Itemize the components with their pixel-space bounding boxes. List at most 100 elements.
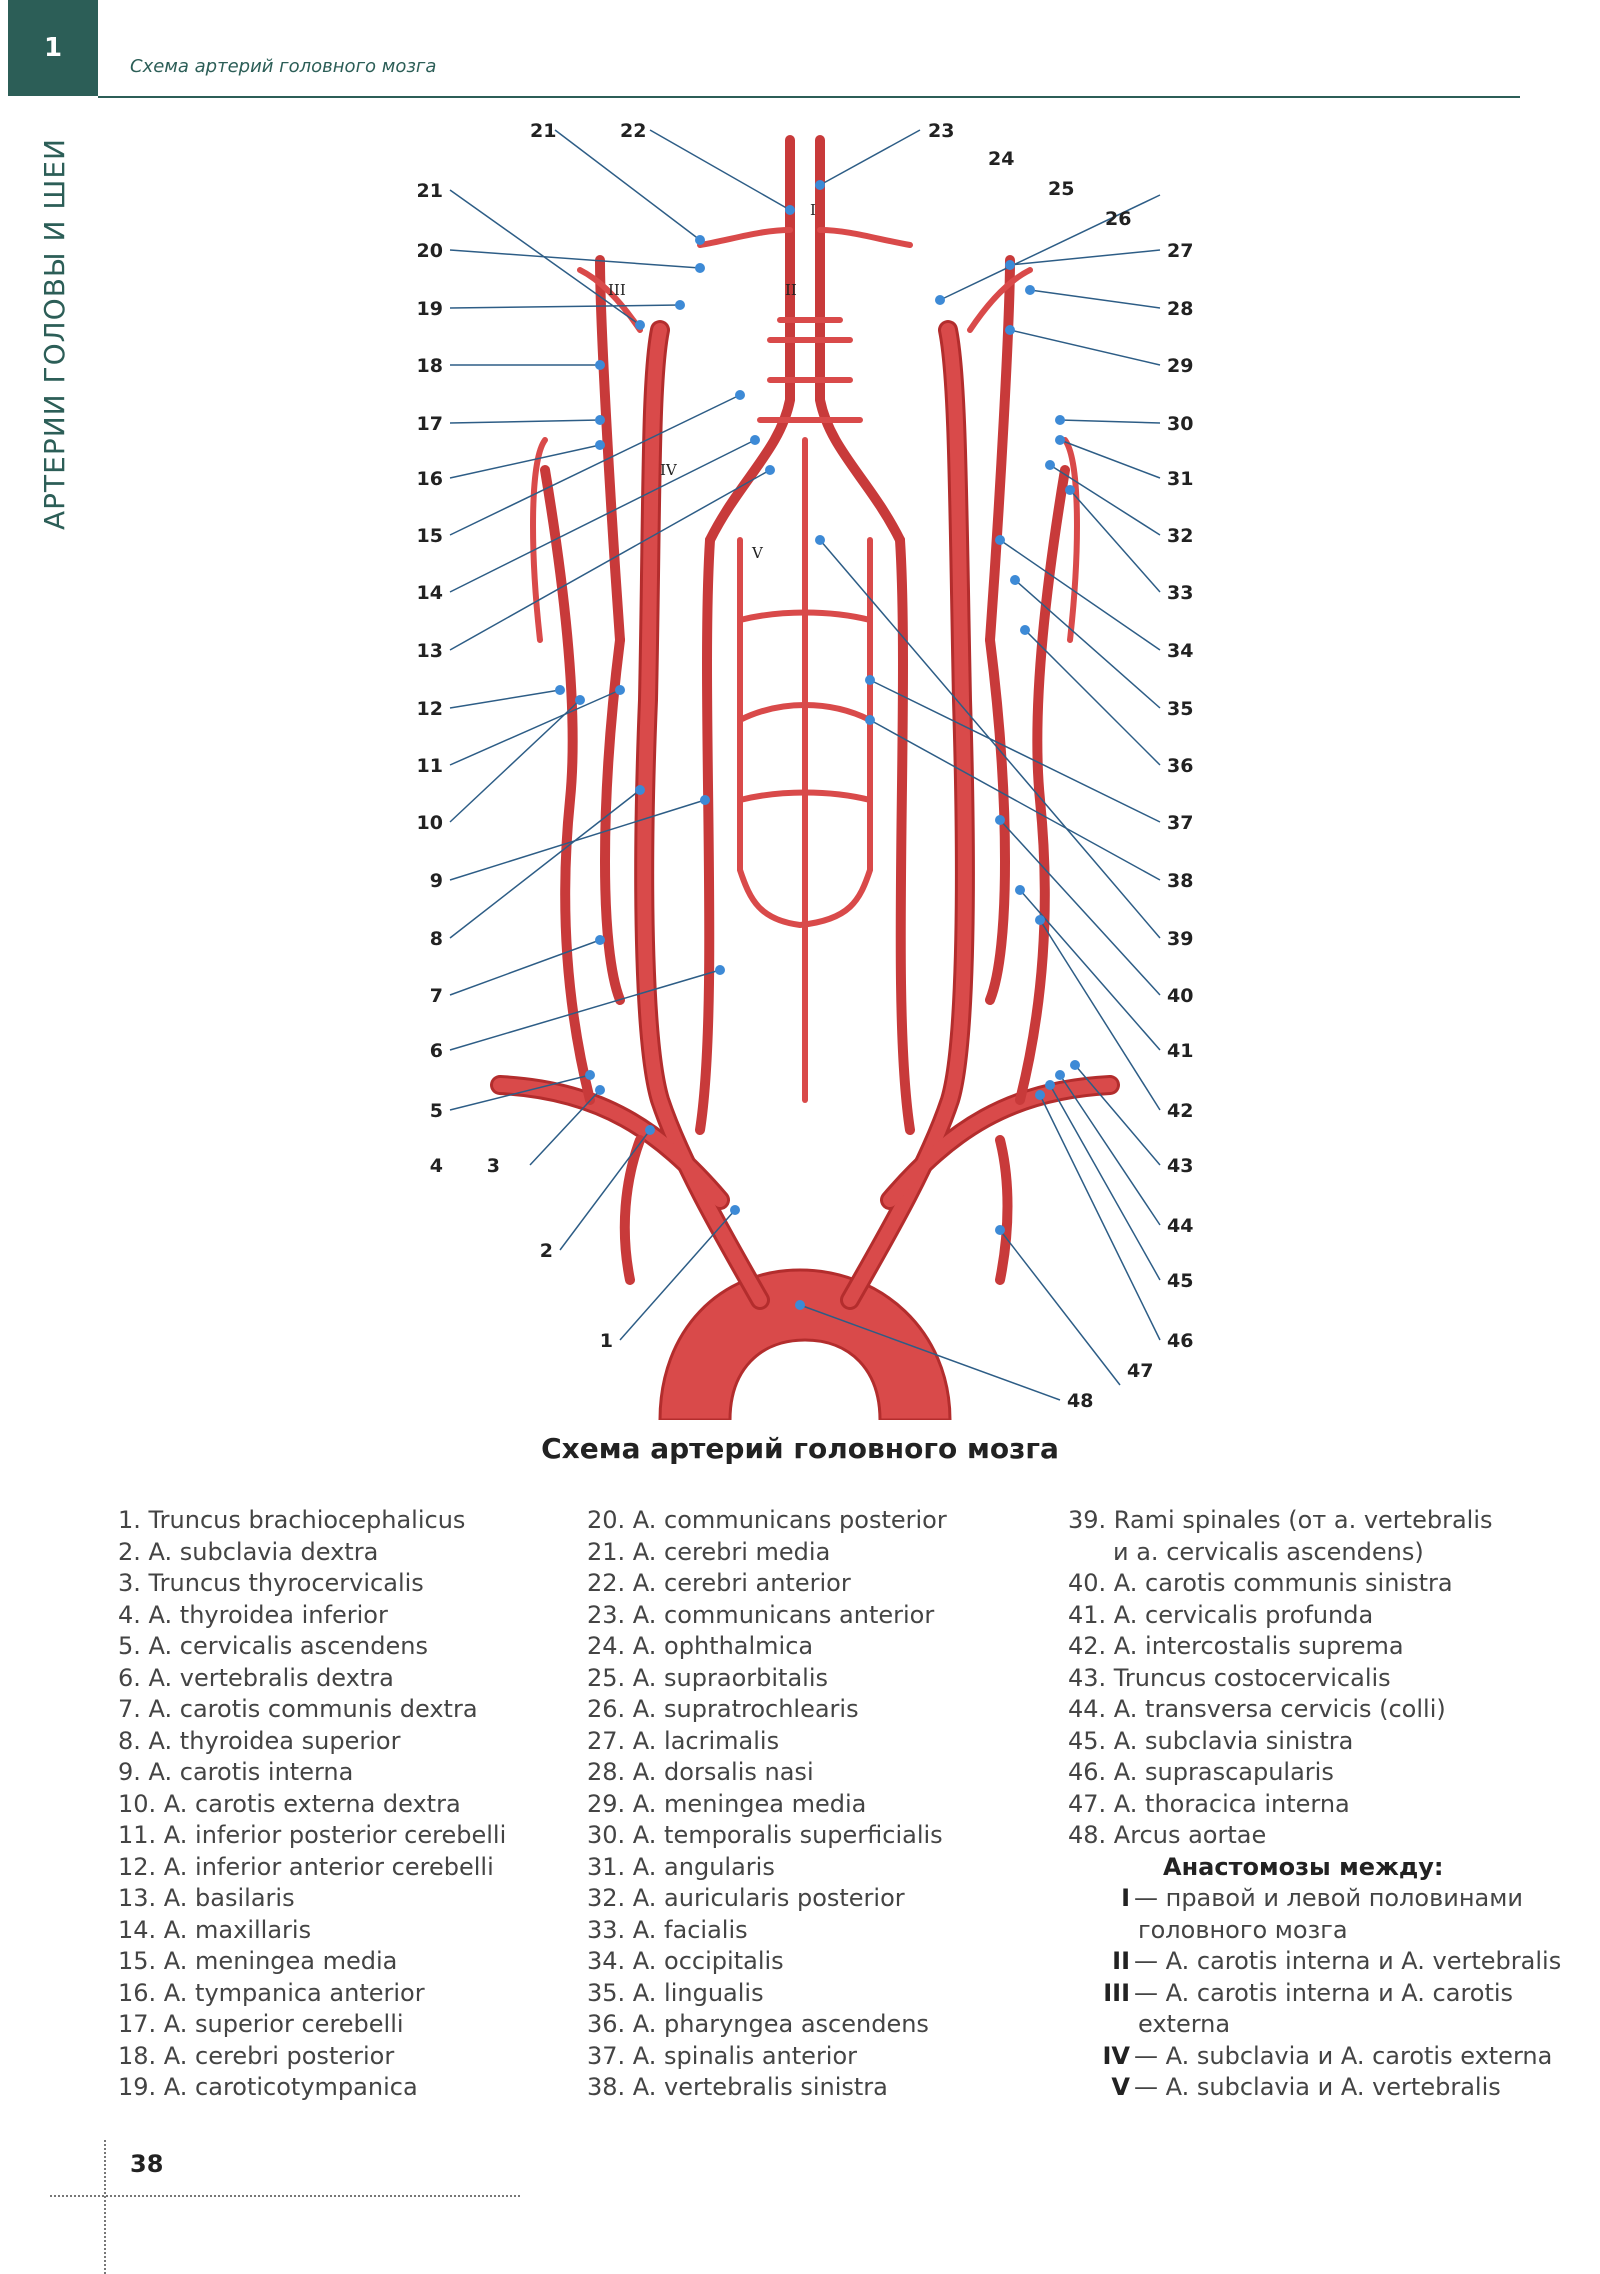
callout-15: 15 xyxy=(417,525,443,547)
callout-5: 5 xyxy=(430,1100,443,1122)
roman-label-iv: IV xyxy=(660,461,678,479)
callout-39: 39 xyxy=(1167,928,1193,950)
legend-item-30: 30. A. temporalis superficialis xyxy=(587,1821,943,1849)
legend-item-19: 19. A. caroticotympanica xyxy=(118,2073,418,2101)
callout-45: 45 xyxy=(1167,1270,1193,1292)
legend-item-4: 4. A. thyroidea inferior xyxy=(118,1600,388,1629)
callout-36: 36 xyxy=(1167,755,1193,777)
legend-item-39: 39. Rami spinales (от a. vertebralis xyxy=(1068,1506,1493,1534)
callout-19: 19 xyxy=(417,298,443,320)
legend-item-44: 44. A. transversa cervicis (colli) xyxy=(1068,1695,1446,1723)
callout-40: 40 xyxy=(1167,985,1193,1007)
callout-48: 48 xyxy=(1067,1390,1093,1412)
callout-44: 44 xyxy=(1167,1215,1193,1237)
callout-3: 3 xyxy=(487,1155,500,1177)
legend-item-21: 21. A. cerebri media xyxy=(587,1537,831,1566)
header-rule xyxy=(98,96,1520,98)
anastomosis-key: III xyxy=(1103,1978,1130,2007)
roman-labels: I II III IV V xyxy=(608,201,816,562)
legend-item-14: 14. A. maxillaris xyxy=(118,1915,312,1944)
callout-34: 34 xyxy=(1167,640,1193,662)
callout-6: 6 xyxy=(430,1040,443,1062)
legend-item-33: 33. A. facialis xyxy=(587,1915,748,1944)
callout-43: 43 xyxy=(1167,1155,1193,1177)
anastomosis-key: V xyxy=(1111,2073,1130,2101)
legend-item-37: 37. A. spinalis anterior xyxy=(587,2041,858,2070)
callout-38: 38 xyxy=(1167,870,1193,892)
callout-9: 9 xyxy=(430,870,443,892)
callout-13: 13 xyxy=(417,640,443,662)
running-header-title: Схема артерий головного мозга xyxy=(130,56,437,77)
callout-11: 11 xyxy=(417,755,443,777)
callout-28: 28 xyxy=(1167,298,1193,320)
anastomosis-key: I xyxy=(1121,1884,1130,1912)
legend-item-47: 47. A. thoracica interna xyxy=(1068,1789,1350,1818)
callout-46: 46 xyxy=(1167,1330,1193,1352)
footer-dotted-horizontal xyxy=(50,2195,520,2197)
page-number: 38 xyxy=(130,2150,164,2178)
callout-25: 25 xyxy=(1048,178,1074,200)
legend-item-43: 43. Truncus costocervicalis xyxy=(1068,1663,1391,1692)
legend-column-3: 39. Rami spinales (от a. vertebralis и a… xyxy=(1068,1505,1561,2104)
legend-item-38: 38. A. vertebralis sinistra xyxy=(587,2073,888,2101)
roman-label-iii: III xyxy=(608,281,626,299)
arteries xyxy=(490,135,1120,1310)
callout-2: 2 xyxy=(540,1240,553,1262)
leader-lines xyxy=(449,129,1161,1401)
chapter-number-badge: 1 xyxy=(8,0,98,96)
legend-item-10: 10. A. carotis externa dextra xyxy=(118,1789,461,1818)
callout-32: 32 xyxy=(1167,525,1193,547)
callout-22: 22 xyxy=(620,120,646,142)
anastomoses-title: Анастомозы между: xyxy=(1163,1852,1444,1881)
anastomosis-ii: II — A. carotis interna и A. vertebralis xyxy=(1068,1946,1561,1978)
legend-item-1: 1. Truncus brachiocephalicus xyxy=(118,1506,466,1534)
roman-label-v: V xyxy=(751,544,764,562)
anastomosis-text: — A. subclavia и A. carotis externa xyxy=(1134,2041,1553,2070)
legend-item-29: 29. A. meningea media xyxy=(587,1789,867,1818)
anastomosis-text: — A. subclavia и A. vertebralis xyxy=(1134,2073,1501,2101)
legend-item-7: 7. A. carotis communis dextra xyxy=(118,1695,478,1723)
right-callout-numbers: 24 25 26 27 28 29 30 31 32 33 34 35 36 3… xyxy=(988,148,1193,1412)
anastomosis-text: — A. carotis interna и A. vertebralis xyxy=(1134,1947,1562,1975)
footer-dotted-vertical xyxy=(104,2140,106,2274)
artery-diagram: 21 20 19 18 17 16 15 14 13 12 11 10 9 8 … xyxy=(417,120,1193,1420)
callout-47: 47 xyxy=(1127,1360,1153,1382)
callout-20: 20 xyxy=(417,240,443,262)
legend-item-22: 22. A. cerebri anterior xyxy=(587,1569,851,1597)
callout-27: 27 xyxy=(1167,240,1193,262)
anastomosis-iii: III — A. carotis interna и A. carotis xyxy=(1068,1978,1561,2010)
callout-8: 8 xyxy=(430,928,443,950)
legend-item-17: 17. A. superior cerebelli xyxy=(118,2010,404,2038)
anastomosis-i-continued: головного мозга xyxy=(1138,1915,1348,1944)
legend-item-2: 2. A. subclavia dextra xyxy=(118,1537,379,1566)
callout-17: 17 xyxy=(417,413,443,435)
callout-4: 4 xyxy=(430,1155,443,1177)
legend-item-24: 24. A. ophthalmica xyxy=(587,1632,814,1660)
legend-item-12: 12. A. inferior anterior cerebelli xyxy=(118,1852,494,1881)
legend-item-28: 28. A. dorsalis nasi xyxy=(587,1758,814,1786)
legend-item-8: 8. A. thyroidea superior xyxy=(118,1726,401,1755)
leader-dots xyxy=(555,180,1080,1310)
callout-33: 33 xyxy=(1167,582,1193,604)
legend-item-46: 46. A. suprascapularis xyxy=(1068,1758,1334,1786)
legend-item-11: 11. A. inferior posterior cerebelli xyxy=(118,1821,507,1849)
legend-item-13: 13. A. basilaris xyxy=(118,1884,295,1912)
callout-42: 42 xyxy=(1167,1100,1193,1122)
legend-item-41: 41. A. cervicalis profunda xyxy=(1068,1600,1374,1629)
callout-23: 23 xyxy=(928,120,954,142)
legend-item-32: 32. A. auricularis posterior xyxy=(587,1884,905,1912)
legend-item-23: 23. A. communicans anterior xyxy=(587,1600,935,1629)
legend-item-27: 27. A. lacrimalis xyxy=(587,1726,780,1755)
callout-16: 16 xyxy=(417,468,443,490)
callout-26: 26 xyxy=(1105,208,1131,230)
legend-item-20: 20. A. communicans posterior xyxy=(587,1506,947,1534)
roman-label-i-top: I xyxy=(810,201,816,219)
callout-30: 30 xyxy=(1167,413,1193,435)
legend-item-34: 34. A. occipitalis xyxy=(587,1947,784,1975)
legend-column-1: 1. Truncus brachiocephalicus 2. A. subcl… xyxy=(118,1505,506,2104)
legend-item-25: 25. A. supraorbitalis xyxy=(587,1663,828,1692)
anastomosis-iii-continued: externa xyxy=(1138,2010,1231,2038)
callout-24: 24 xyxy=(988,148,1014,170)
legend-item-45: 45. A. subclavia sinistra xyxy=(1068,1726,1354,1755)
legend-item-16: 16. A. tympanica anterior xyxy=(118,1978,425,2007)
